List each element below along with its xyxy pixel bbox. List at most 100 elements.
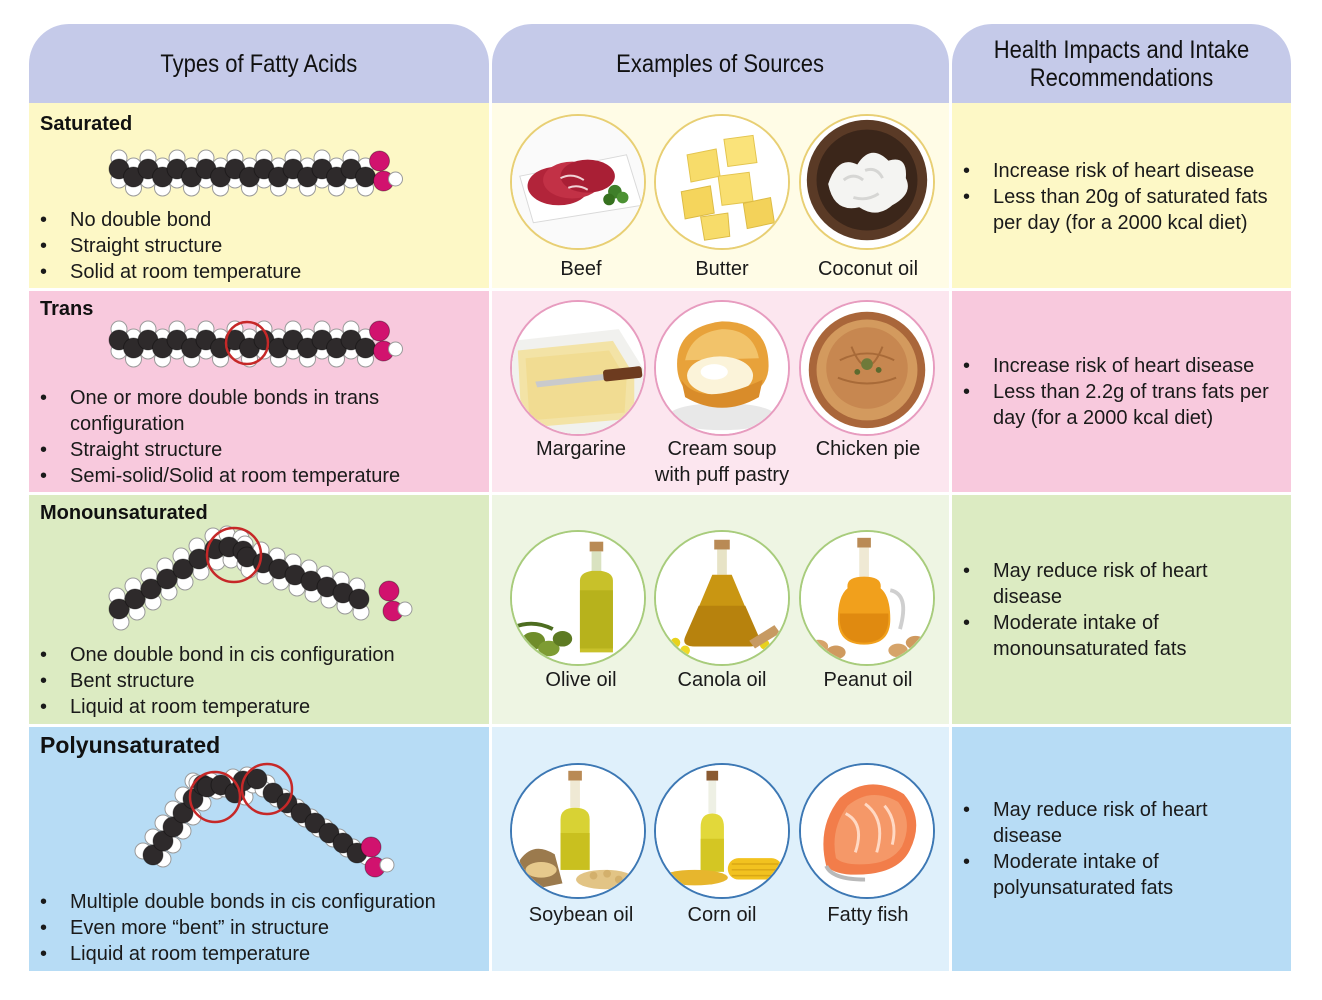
polyunsaturated-bullet: Liquid at room temperature <box>40 941 436 967</box>
carbon-atom <box>156 568 178 590</box>
coconut-oil-image <box>799 114 935 250</box>
corn-oil-image <box>654 763 790 899</box>
health-bullet: Moderate intake of polyunsaturated fats <box>960 849 1220 901</box>
carbon-atom <box>332 832 354 854</box>
monounsaturated-bullet: One double bond in cis configuration <box>40 642 395 668</box>
saturated-sources-cell: Beef Butter Coconut oil <box>492 103 949 288</box>
carbon-atom <box>172 802 194 824</box>
carbon-atom <box>142 844 164 866</box>
source-label: Chicken pie <box>815 438 921 460</box>
polyunsaturated-health-cell: May reduce risk of heart disease Moderat… <box>952 727 1291 971</box>
carbon-atom <box>290 802 312 824</box>
chicken-pie-image <box>799 300 935 436</box>
carbon-atom <box>246 768 268 790</box>
fatty-fish-image <box>799 763 935 899</box>
health-bullet: Moderate intake of monounsaturated fats <box>960 610 1220 662</box>
source-label: Beef <box>560 258 602 280</box>
polyunsaturated-title: Polyunsaturated <box>40 732 221 758</box>
trans-health-bullets: Increase risk of heart disease Less than… <box>960 353 1280 431</box>
polyunsaturated-health-bullets: May reduce risk of heart disease Moderat… <box>960 797 1280 901</box>
monounsaturated-molecule-icon <box>108 525 413 631</box>
saturated-type-cell: Saturated No double bond Straight struct… <box>29 103 489 288</box>
health-bullet: Less than 20g of saturated fats per day … <box>960 184 1280 236</box>
source-label: Margarine <box>535 438 627 460</box>
carbon-atom <box>355 337 376 359</box>
soybean-oil-image <box>510 763 646 899</box>
trans-sources-cell: Margarine Cream soup with puff pastry Ch… <box>492 291 949 492</box>
carbon-atom <box>348 588 370 610</box>
source-label: Butter <box>695 258 749 280</box>
health-bullet: Increase risk of heart disease <box>960 158 1280 184</box>
carbon-atom <box>262 782 284 804</box>
monounsaturated-sources-cell: Olive oil Canola oil Peanut oil <box>492 495 949 724</box>
carbon-atom <box>318 822 340 844</box>
double-bond-highlight <box>205 526 263 584</box>
monounsaturated-bullet: Bent structure <box>40 668 395 694</box>
trans-health-cell: Increase risk of heart disease Less than… <box>952 291 1291 492</box>
carbon-atom <box>172 558 194 580</box>
margarine-image <box>510 300 646 436</box>
monounsaturated-health-bullets: May reduce risk of heart disease Moderat… <box>960 558 1280 662</box>
oxygen-atom <box>369 150 390 172</box>
hydrogen-atom <box>379 857 395 873</box>
cream-soup-image <box>654 300 790 436</box>
trans-bullet: Straight structure <box>40 437 420 463</box>
oxygen-atom <box>360 836 382 858</box>
saturated-bullet: Straight structure <box>40 233 301 259</box>
monounsaturated-title: Monounsaturated <box>40 502 208 524</box>
polyunsaturated-sources-cell: Soybean oil Corn oil Fatty fish <box>492 727 949 971</box>
source-label: Coconut oil <box>817 258 919 280</box>
double-bond-highlight <box>240 762 294 816</box>
carbon-atom <box>108 598 130 620</box>
double-bond-highlight <box>224 320 270 366</box>
header-health: Health Impacts and Intake Recommendation… <box>952 24 1291 103</box>
header-types-label: Types of Fatty Acids <box>160 49 358 78</box>
header-health-label: Health Impacts and Intake Recommendation… <box>993 35 1250 92</box>
carbon-atom <box>188 548 210 570</box>
header-sources: Examples of Sources <box>492 24 949 103</box>
double-bond-highlight <box>188 770 242 824</box>
health-bullet: May reduce risk of heart disease <box>960 558 1220 610</box>
monounsaturated-health-cell: May reduce risk of heart disease Moderat… <box>952 495 1291 724</box>
health-bullet: Increase risk of heart disease <box>960 353 1280 379</box>
trans-molecule-icon <box>108 320 403 368</box>
polyunsaturated-bullet: Multiple double bonds in cis configurati… <box>40 889 436 915</box>
beef-image <box>510 114 646 250</box>
source-label: Canola oil <box>677 669 767 691</box>
trans-type-cell: Trans One or more double bonds in trans … <box>29 291 489 492</box>
olive-oil-image <box>510 530 646 666</box>
trans-bullets: One or more double bonds in trans config… <box>40 385 420 489</box>
hydrogen-atom <box>388 171 403 187</box>
source-label: Cream soup with puff pastry <box>654 438 790 486</box>
carbon-atom <box>124 588 146 610</box>
monounsaturated-bullet: Liquid at room temperature <box>40 694 395 720</box>
saturated-molecule-icon <box>108 149 403 197</box>
carbon-atom <box>355 166 376 188</box>
monounsaturated-bullets: One double bond in cis configuration Ben… <box>40 642 395 720</box>
oxygen-atom <box>378 580 400 602</box>
hydrogen-atom <box>388 341 403 357</box>
saturated-bullet: No double bond <box>40 207 301 233</box>
carbon-atom <box>140 578 162 600</box>
saturated-bullets: No double bond Straight structure Solid … <box>40 207 301 285</box>
polyunsaturated-type-cell: Polyunsaturated Multiple double bonds in… <box>29 727 489 971</box>
carbon-atom <box>162 816 184 838</box>
source-label: Soybean oil <box>528 904 634 926</box>
saturated-bullet: Solid at room temperature <box>40 259 301 285</box>
source-label: Olive oil <box>545 669 617 691</box>
trans-title: Trans <box>40 298 94 320</box>
header-types: Types of Fatty Acids <box>29 24 489 103</box>
canola-oil-image <box>654 530 790 666</box>
saturated-health-bullets: Increase risk of heart disease Less than… <box>960 158 1280 236</box>
carbon-atom <box>152 830 174 852</box>
hydrogen-atom <box>397 601 413 617</box>
health-bullet: Less than 2.2g of trans fats per day (fo… <box>960 379 1280 431</box>
header-sources-label: Examples of Sources <box>616 49 825 78</box>
source-label: Corn oil <box>687 904 757 926</box>
health-bullet: May reduce risk of heart disease <box>960 797 1220 849</box>
polyunsaturated-bullet: Even more “bent” in structure <box>40 915 436 941</box>
source-label: Fatty fish <box>827 904 909 926</box>
polyunsaturated-molecule-icon <box>134 762 395 878</box>
carbon-atom <box>304 812 326 834</box>
polyunsaturated-bullets: Multiple double bonds in cis configurati… <box>40 889 436 967</box>
